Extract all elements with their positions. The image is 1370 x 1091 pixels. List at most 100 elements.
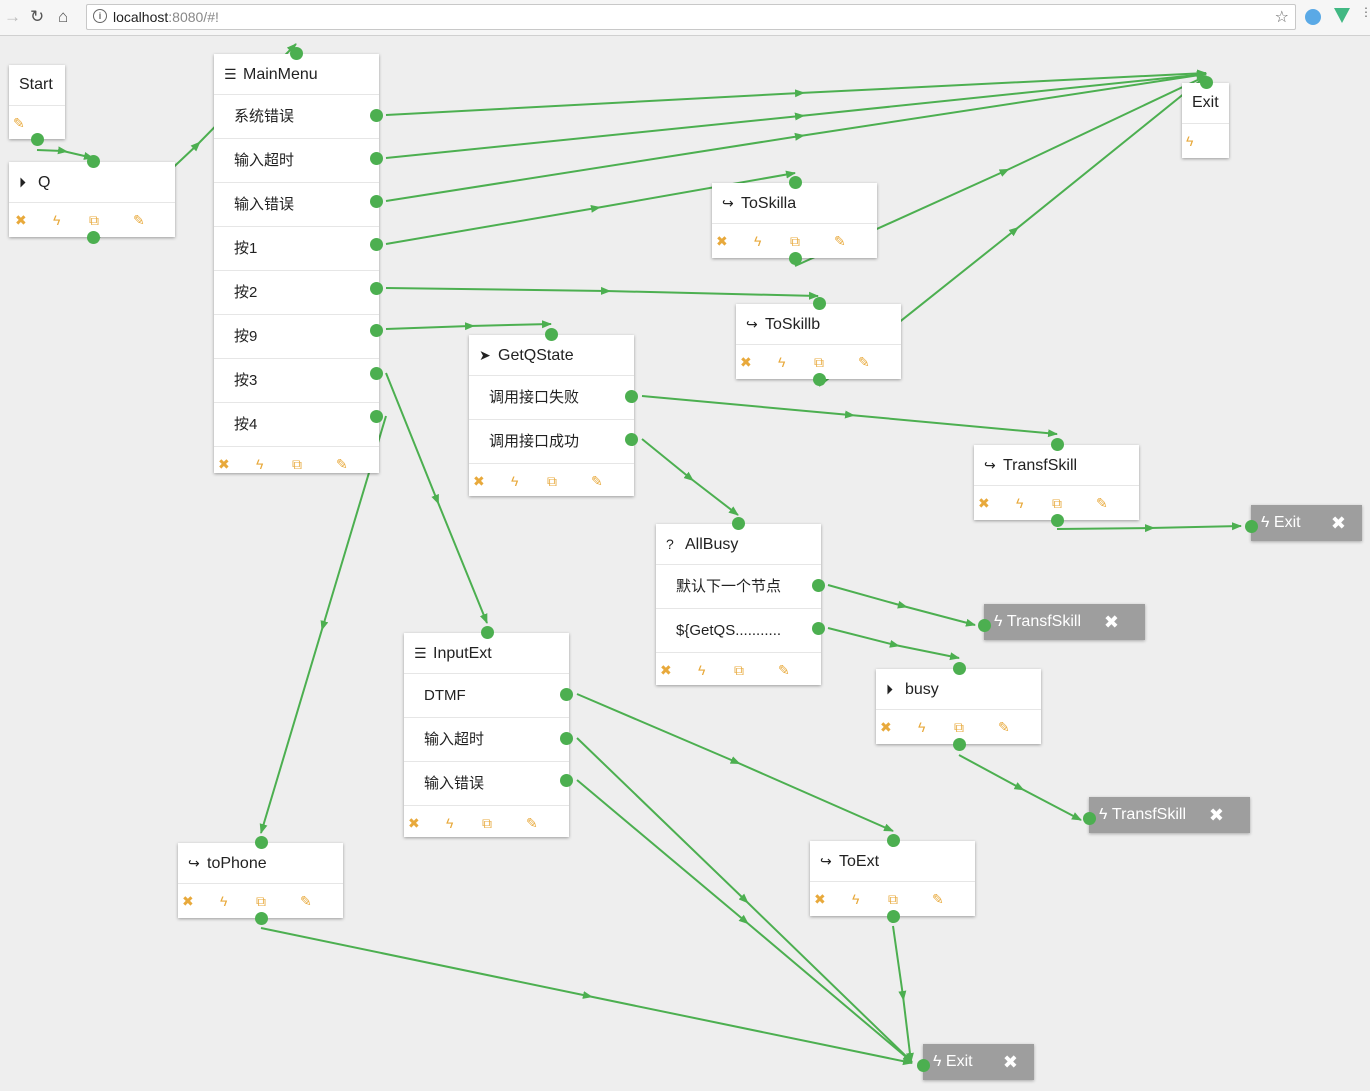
close-icon[interactable]: ✖ xyxy=(1208,805,1224,825)
lightning-icon[interactable]: ϟ xyxy=(446,815,454,831)
connection-port[interactable] xyxy=(812,372,826,386)
connection-port[interactable] xyxy=(254,835,268,849)
edit-icon[interactable]: ✎ xyxy=(1096,495,1108,511)
node-allbusy[interactable]: ?AllBusy 默认下一个节点 ${GetQS........... ✖ ϟ … xyxy=(656,524,821,685)
connection-port[interactable] xyxy=(86,154,100,168)
lightning-icon[interactable]: ϟ xyxy=(778,354,786,370)
menu-branch[interactable]: 系统错误 xyxy=(214,95,379,139)
connection-port[interactable] xyxy=(559,731,573,745)
lightning-icon[interactable]: ϟ xyxy=(918,719,926,735)
connection-port[interactable] xyxy=(369,281,383,295)
menu-branch[interactable]: 按9 xyxy=(214,315,379,359)
node-start[interactable]: Start ✎ xyxy=(9,65,65,139)
branch[interactable]: 默认下一个节点 xyxy=(656,565,821,609)
branch[interactable]: 输入超时 xyxy=(404,718,569,762)
node-mainmenu[interactable]: ☰MainMenu 系统错误 输入超时 输入错误 按1 按2 按9 按3 按4 … xyxy=(214,54,379,473)
branch[interactable]: DTMF xyxy=(404,674,569,718)
lightning-icon[interactable]: ϟ xyxy=(754,233,762,249)
branch[interactable]: 调用接口成功 xyxy=(469,420,634,464)
edit-icon[interactable]: ✎ xyxy=(591,473,603,489)
close-icon[interactable]: ✖ xyxy=(1330,513,1346,533)
connection-port[interactable] xyxy=(886,833,900,847)
copy-icon[interactable]: ⧉ xyxy=(1052,495,1062,511)
connection-port[interactable] xyxy=(369,194,383,208)
delete-icon[interactable]: ✖ xyxy=(978,495,990,511)
edit-icon[interactable]: ✎ xyxy=(932,891,944,907)
menu-branch[interactable]: 按3 xyxy=(214,359,379,403)
connection-port[interactable] xyxy=(624,432,638,446)
delete-icon[interactable]: ✖ xyxy=(740,354,752,370)
delete-icon[interactable]: ✖ xyxy=(15,212,27,228)
node-getqstate[interactable]: ➤GetQState 调用接口失败 调用接口成功 ✖ ϟ ⧉ ✎ xyxy=(469,335,634,496)
edit-icon[interactable]: ✎ xyxy=(13,115,25,131)
connection-port[interactable] xyxy=(1050,437,1064,451)
node-tophone[interactable]: ↪toPhone ✖ ϟ ⧉ ✎ xyxy=(178,843,343,918)
connection-port[interactable] xyxy=(886,909,900,923)
lightning-icon[interactable]: ϟ xyxy=(256,456,264,472)
node-toext[interactable]: ↪ToExt ✖ ϟ ⧉ ✎ xyxy=(810,841,975,916)
lightning-icon[interactable]: ϟ xyxy=(511,473,519,489)
lightning-icon[interactable]: ϟ xyxy=(220,893,228,909)
connection-port[interactable] xyxy=(731,516,745,530)
connection-port[interactable] xyxy=(369,151,383,165)
connection-port[interactable] xyxy=(624,389,638,403)
copy-icon[interactable]: ⧉ xyxy=(256,893,266,909)
edit-icon[interactable]: ✎ xyxy=(858,354,870,370)
bookmark-star-icon[interactable]: ☆ xyxy=(1274,9,1289,26)
node-toskilla[interactable]: ↪ToSkilla ✖ ϟ ⧉ ✎ xyxy=(712,183,877,258)
connection-port[interactable] xyxy=(254,911,268,925)
connection-port[interactable] xyxy=(369,409,383,423)
node-transfskill[interactable]: ↪TransfSkill ✖ ϟ ⧉ ✎ xyxy=(974,445,1139,520)
edit-icon[interactable]: ✎ xyxy=(300,893,312,909)
terminal-transfskill[interactable]: ϟ TransfSkill ✖ xyxy=(984,604,1145,640)
lightning-icon[interactable]: ϟ xyxy=(698,662,706,678)
connection-port[interactable] xyxy=(1050,513,1064,527)
connection-port[interactable] xyxy=(916,1058,930,1072)
close-icon[interactable]: ✖ xyxy=(1103,612,1119,632)
delete-icon[interactable]: ✖ xyxy=(880,719,892,735)
node-exit[interactable]: Exit ϟ xyxy=(1182,83,1229,158)
connection-port[interactable] xyxy=(788,251,802,265)
lightning-icon[interactable]: ϟ xyxy=(53,212,61,228)
back-arrow-icon[interactable]: → xyxy=(4,7,21,26)
vue-devtools-icon[interactable] xyxy=(1334,8,1350,23)
copy-icon[interactable]: ⧉ xyxy=(814,354,824,370)
edit-icon[interactable]: ✎ xyxy=(998,719,1010,735)
edit-icon[interactable]: ✎ xyxy=(336,456,348,472)
connection-port[interactable] xyxy=(369,237,383,251)
connection-port[interactable] xyxy=(559,687,573,701)
terminal-transfskill[interactable]: ϟ TransfSkill ✖ xyxy=(1089,797,1250,833)
terminal-exit[interactable]: ϟ Exit ✖ xyxy=(1251,505,1362,541)
branch[interactable]: 调用接口失败 xyxy=(469,376,634,420)
extension-icon[interactable] xyxy=(1305,9,1321,25)
copy-icon[interactable]: ⧉ xyxy=(954,719,964,735)
delete-icon[interactable]: ✖ xyxy=(660,662,672,678)
copy-icon[interactable]: ⧉ xyxy=(888,891,898,907)
menu-branch[interactable]: 输入超时 xyxy=(214,139,379,183)
edit-icon[interactable]: ✎ xyxy=(834,233,846,249)
menu-branch[interactable]: 输入错误 xyxy=(214,183,379,227)
info-icon[interactable]: i xyxy=(93,9,107,23)
node-inputext[interactable]: ☰InputExt DTMF 输入超时 输入错误 ✖ ϟ ⧉ ✎ xyxy=(404,633,569,837)
reload-icon[interactable]: ↻ xyxy=(30,7,45,26)
edit-icon[interactable]: ✎ xyxy=(778,662,790,678)
connection-port[interactable] xyxy=(544,327,558,341)
delete-icon[interactable]: ✖ xyxy=(218,456,230,472)
connection-port[interactable] xyxy=(812,296,826,310)
menu-icon[interactable]: ⋮ xyxy=(1360,5,1370,19)
connection-port[interactable] xyxy=(86,230,100,244)
copy-icon[interactable]: ⧉ xyxy=(482,815,492,831)
lightning-icon[interactable]: ϟ xyxy=(1186,133,1194,149)
delete-icon[interactable]: ✖ xyxy=(408,815,420,831)
connection-port[interactable] xyxy=(952,737,966,751)
branch[interactable]: ${GetQS........... xyxy=(656,609,821,653)
delete-icon[interactable]: ✖ xyxy=(473,473,485,489)
delete-icon[interactable]: ✖ xyxy=(182,893,194,909)
address-bar[interactable]: i localhost:8080/#! ☆ xyxy=(86,4,1296,30)
delete-icon[interactable]: ✖ xyxy=(716,233,728,249)
edit-icon[interactable]: ✎ xyxy=(526,815,538,831)
connection-port[interactable] xyxy=(369,366,383,380)
lightning-icon[interactable]: ϟ xyxy=(1016,495,1024,511)
connection-port[interactable] xyxy=(559,773,573,787)
terminal-exit[interactable]: ϟ Exit ✖ xyxy=(923,1044,1034,1080)
